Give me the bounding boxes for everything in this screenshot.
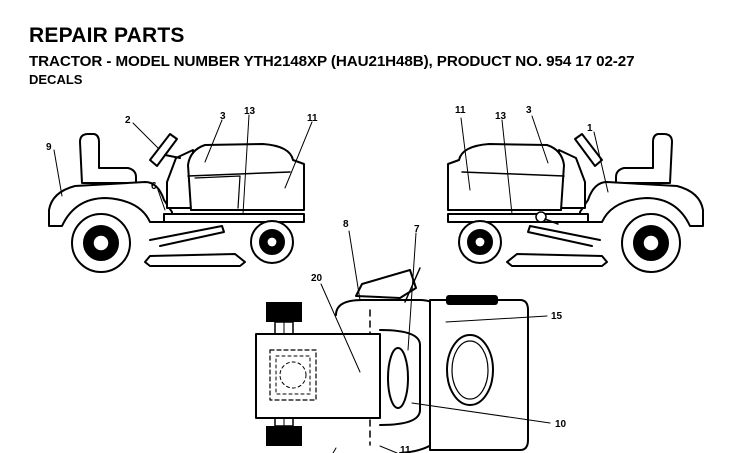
callout-3-right: 3 (526, 105, 532, 116)
seat (79, 133, 137, 184)
callout-9: 9 (46, 142, 52, 153)
tractor-left-side-view (48, 114, 313, 273)
rear-fender (48, 181, 173, 227)
mower-deck (144, 253, 246, 267)
rear-fender-top (255, 333, 381, 419)
callout-2: 2 (125, 115, 131, 126)
hood (187, 143, 305, 211)
seat-top (355, 269, 417, 299)
callout-7: 7 (414, 224, 420, 235)
section-label: DECALS (29, 72, 83, 87)
callout-11-top: 11 (400, 445, 411, 453)
callout-6: 6 (151, 181, 157, 192)
callout-8: 8 (343, 219, 349, 230)
callout-11-right: 11 (455, 105, 466, 116)
callout-13-right: 13 (495, 111, 507, 122)
callout-3: 3 (220, 111, 226, 122)
tractor-right-side-view (447, 115, 704, 273)
frame (163, 213, 305, 223)
steering-wheel (149, 133, 178, 167)
callout-11: 11 (307, 113, 318, 124)
callout-15: 15 (551, 311, 563, 322)
callout-13: 13 (244, 106, 256, 117)
callout-20: 20 (311, 273, 323, 284)
callout-10: 10 (555, 419, 567, 430)
dash-tower (166, 149, 194, 209)
model-subtitle: TRACTOR - MODEL NUMBER YTH2148XP (HAU21H… (29, 53, 635, 70)
page-title: REPAIR PARTS (29, 24, 185, 47)
fuel-cap (446, 334, 494, 406)
tractor-top-view (255, 230, 551, 453)
callout-1: 1 (587, 123, 593, 134)
